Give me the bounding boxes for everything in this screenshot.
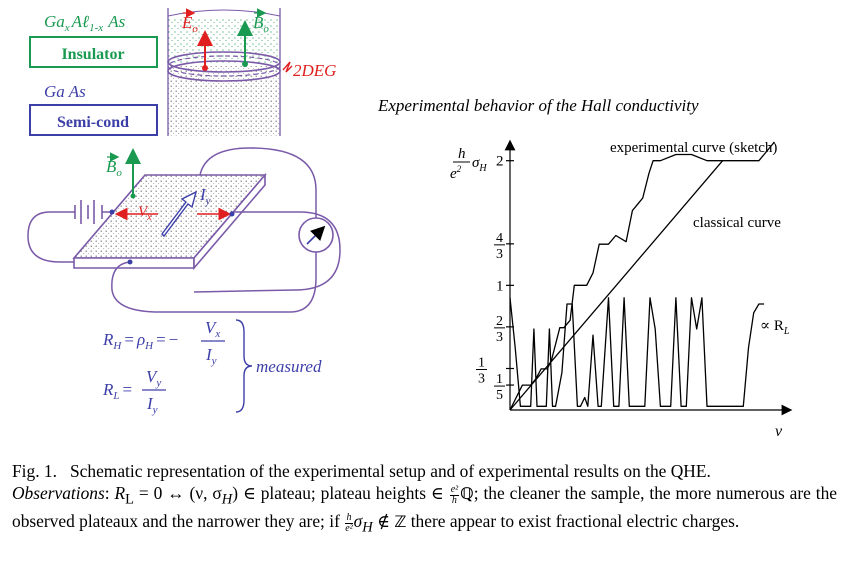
figure-caption: Fig. 1. Schematic representation of the …: [12, 460, 837, 539]
circuit-wires: [27, 147, 341, 313]
y-tick-label-den: 3: [478, 371, 485, 386]
svg-text:RH=ρH=−: RH=ρH=−: [102, 330, 178, 352]
svg-text:Vx: Vx: [138, 204, 152, 223]
y-tick-label-num: 1: [478, 355, 485, 370]
measured-brace: [235, 319, 253, 413]
hall-bar-sample: [72, 172, 267, 271]
series-experimental-line: [509, 141, 775, 411]
insulator-label: Insulator: [61, 46, 124, 63]
y-tick-label-num: 2: [496, 314, 503, 329]
series-rl-line: [509, 297, 765, 407]
y-axis-label: h e2 σH: [450, 146, 487, 182]
twodeg-pointer: 2DEG: [282, 61, 336, 80]
svg-text:Iy: Iy: [199, 185, 211, 207]
voltmeter-icon: [298, 217, 334, 253]
svg-text:Bo: Bo: [106, 157, 122, 179]
b0-arrow-sample: Bo: [106, 148, 141, 199]
svg-text:RL=: RL=: [102, 380, 132, 402]
y-tick-label-num: 1: [496, 372, 503, 387]
semicond-box: [29, 104, 158, 136]
x-axis-label: ν: [775, 423, 783, 440]
svg-text:Vy: Vy: [146, 367, 161, 389]
chart-title: Experimental behavior of the Hall conduc…: [377, 96, 699, 115]
annotation-classical: classical curve: [693, 215, 781, 231]
measured-label: measured: [256, 357, 322, 376]
svg-text:h: h: [458, 146, 466, 162]
battery-icon: [74, 200, 103, 224]
svg-text:σH: σH: [472, 155, 487, 174]
vx-arrow: Vx: [109, 204, 235, 265]
y-tick-label-den: 5: [496, 388, 503, 403]
iy-arrow: Iy: [161, 185, 211, 238]
series-classical-line: [509, 160, 724, 411]
svg-text:Eo: Eo: [181, 13, 198, 35]
y-tick-label-den: 3: [496, 330, 503, 345]
svg-text:Iy: Iy: [146, 394, 158, 416]
insulator-box: [29, 36, 158, 68]
y-tick-label: 1: [496, 278, 504, 294]
annotation-rl: ∝ RL: [760, 318, 790, 337]
formula-rh: RH=ρH=− Vx Iy: [102, 318, 225, 367]
e0-arrow: Eo: [181, 8, 213, 71]
svg-text:e2: e2: [450, 164, 462, 182]
y-tick-label-num: 4: [496, 231, 503, 246]
formula-rl: RL= Vy Iy: [102, 367, 166, 416]
caption-line-1: Fig. 1. Schematic representation of the …: [12, 461, 711, 481]
semicond-label: Semi-cond: [57, 114, 129, 131]
svg-text:Iy: Iy: [205, 345, 217, 367]
annotation-experimental: experimental curve (sketch): [610, 140, 777, 156]
svg-text:Vx: Vx: [205, 318, 220, 340]
b0-arrow-top: Bo: [237, 8, 269, 67]
heterostructure-cylinder: [167, 8, 281, 136]
svg-text:2DEG: 2DEG: [293, 61, 336, 80]
gaas-label: Ga As: [44, 82, 86, 101]
y-tick-label-den: 3: [496, 247, 503, 262]
caption-observations: Observations: RL = 0 ↔ (ν, σH) ∈ plateau…: [12, 483, 837, 536]
svg-text:Bo: Bo: [253, 13, 269, 35]
y-tick-label: 2: [496, 154, 504, 170]
